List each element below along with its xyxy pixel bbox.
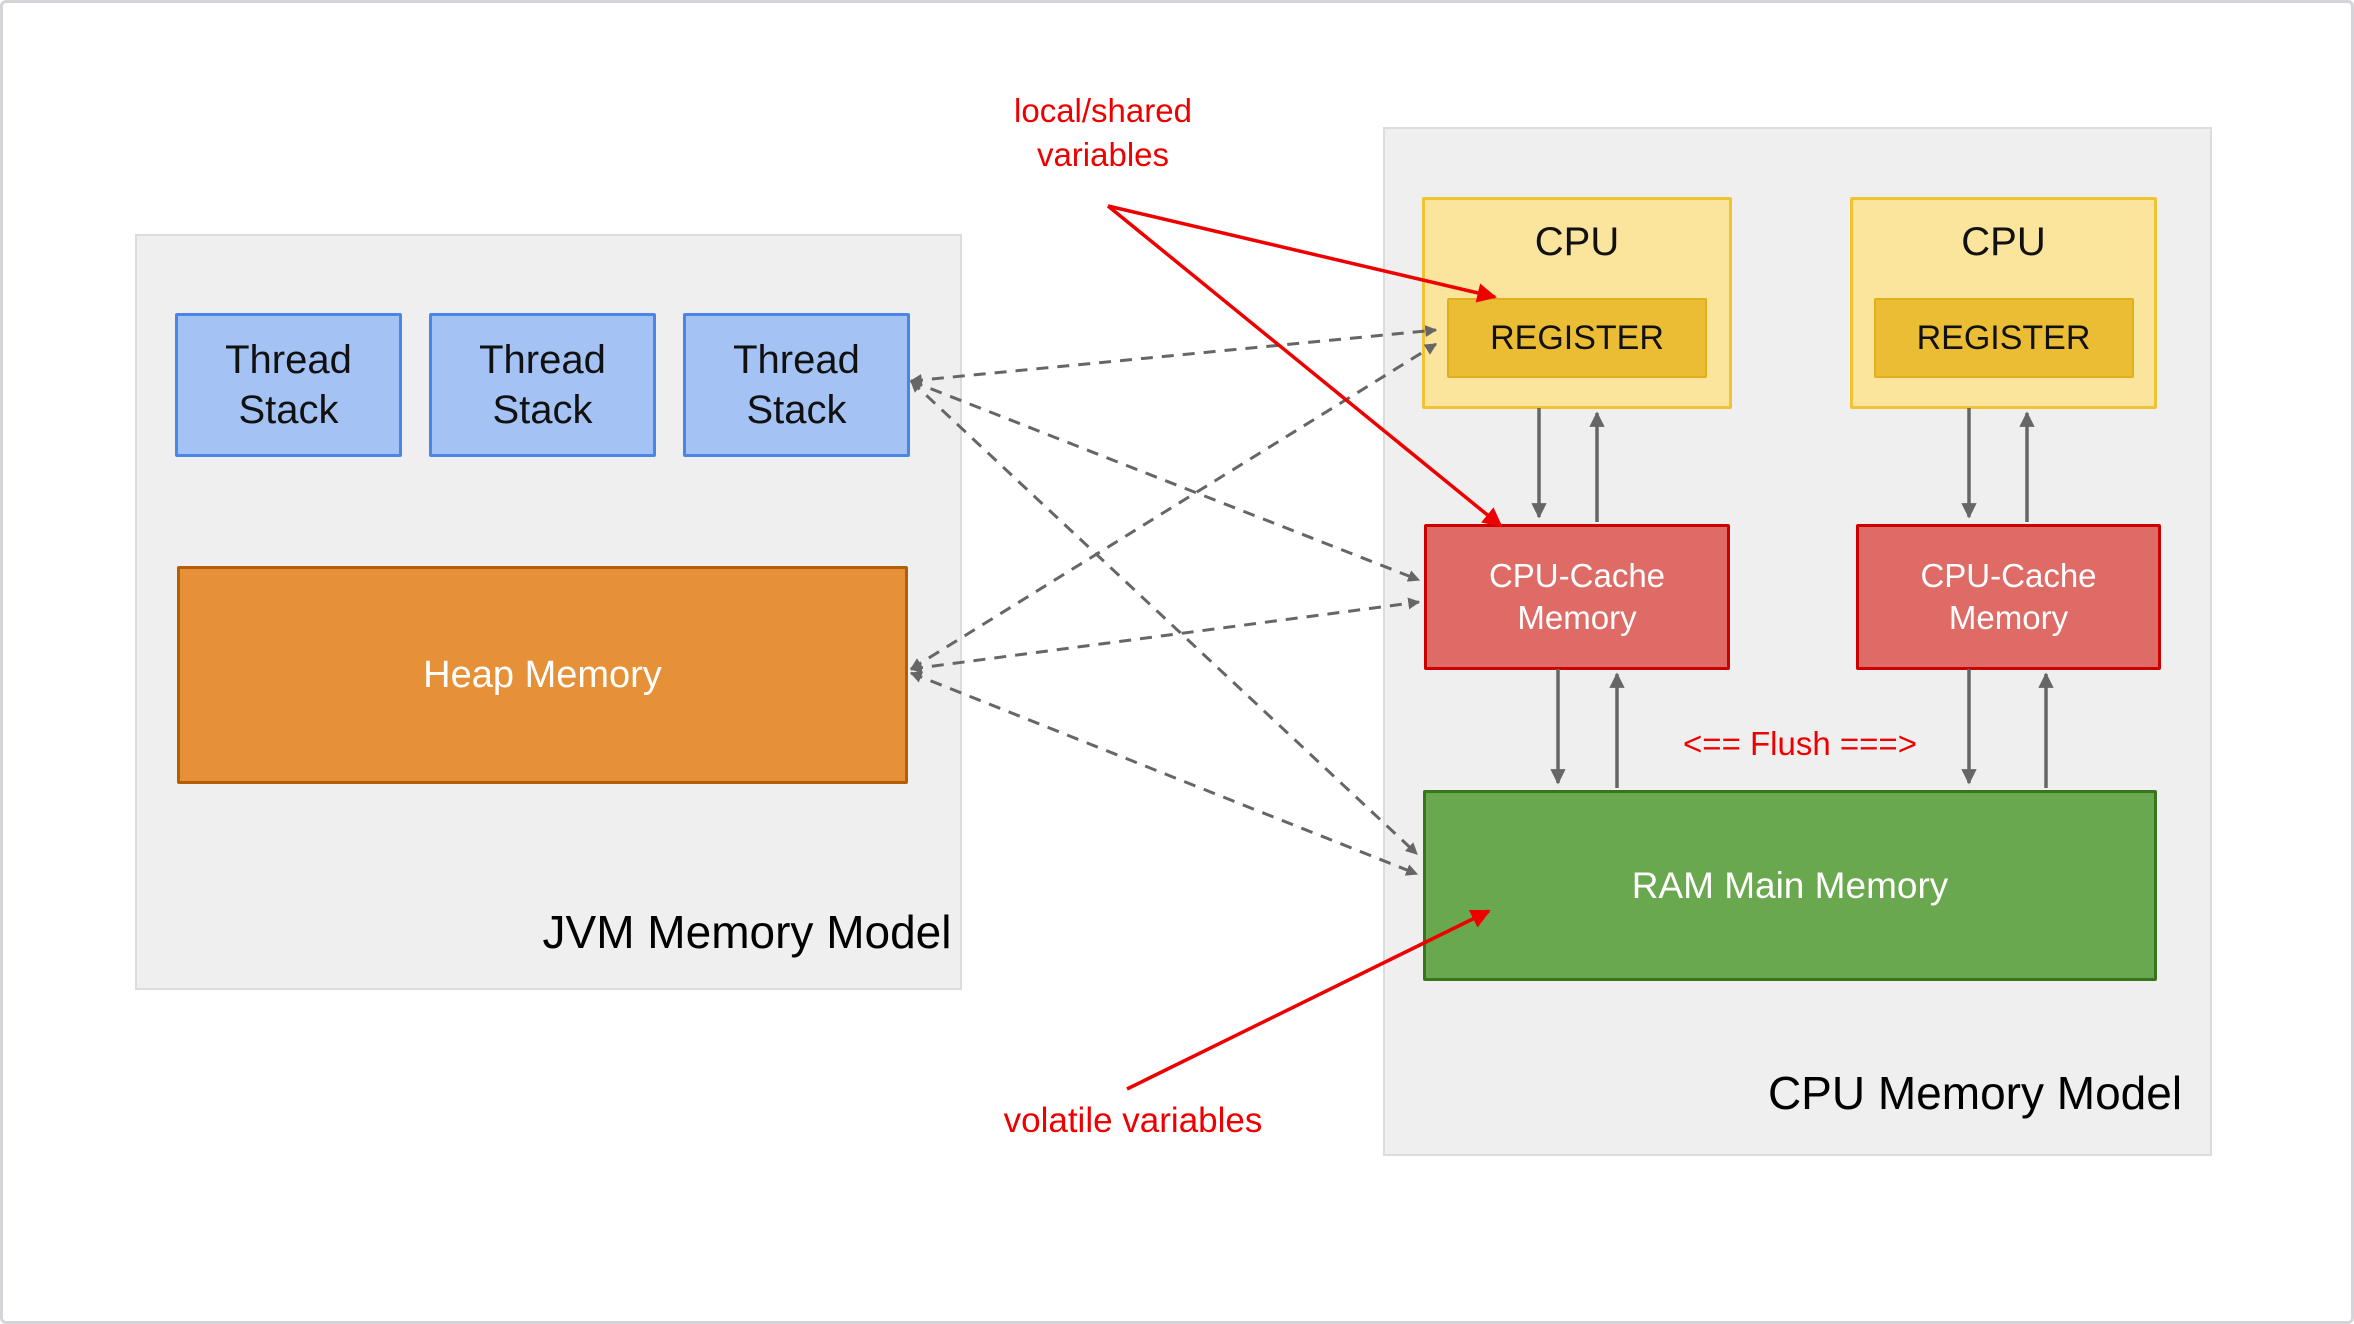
cpu-panel-title: CPU Memory Model	[1767, 1067, 2183, 1119]
register-box-1: REGISTER	[1447, 298, 1707, 378]
cpu-cache-box-2: CPU-Cache Memory	[1856, 524, 2161, 670]
jvm-panel-title: JVM Memory Model	[542, 906, 952, 958]
cpu-cache-box-1: CPU-Cache Memory	[1424, 524, 1730, 670]
dashed-threadstack-to-register	[909, 325, 1438, 386]
flush-annotation: <== Flush ===>	[1683, 725, 1917, 762]
cpu-label-1: CPU	[1534, 220, 1620, 264]
cpu-label-2: CPU	[1961, 220, 2046, 264]
volatile-variables-label: volatile variables	[1003, 1101, 1263, 1140]
cpu-box-2: CPU REGISTER	[1850, 197, 2157, 409]
dashed-threadstack-to-ram	[909, 379, 1419, 856]
dashed-heap-to-register	[909, 342, 1438, 671]
dashed-threadstack-to-cache	[909, 379, 1421, 582]
thread-stack-box-2: Thread Stack	[429, 313, 656, 457]
jvm-memory-model-panel: Thread Stack Thread Stack Thread Stack H…	[135, 234, 962, 990]
ram-main-memory-box: RAM Main Memory	[1423, 790, 2157, 981]
heap-memory-box: Heap Memory	[177, 566, 908, 784]
cpu-memory-model-panel: CPU REGISTER CPU REGISTER CPU-Cache Memo…	[1383, 127, 2212, 1156]
register-box-2: REGISTER	[1873, 298, 2134, 378]
cpu-box-1: CPU REGISTER	[1422, 197, 1732, 409]
thread-stack-box-1: Thread Stack	[175, 313, 402, 457]
dashed-heap-to-ram	[909, 671, 1419, 876]
dashed-heap-to-cache	[909, 597, 1421, 674]
local-shared-variables-label: local/shared variables	[1014, 92, 1192, 173]
thread-stack-box-3: Thread Stack	[683, 313, 910, 457]
